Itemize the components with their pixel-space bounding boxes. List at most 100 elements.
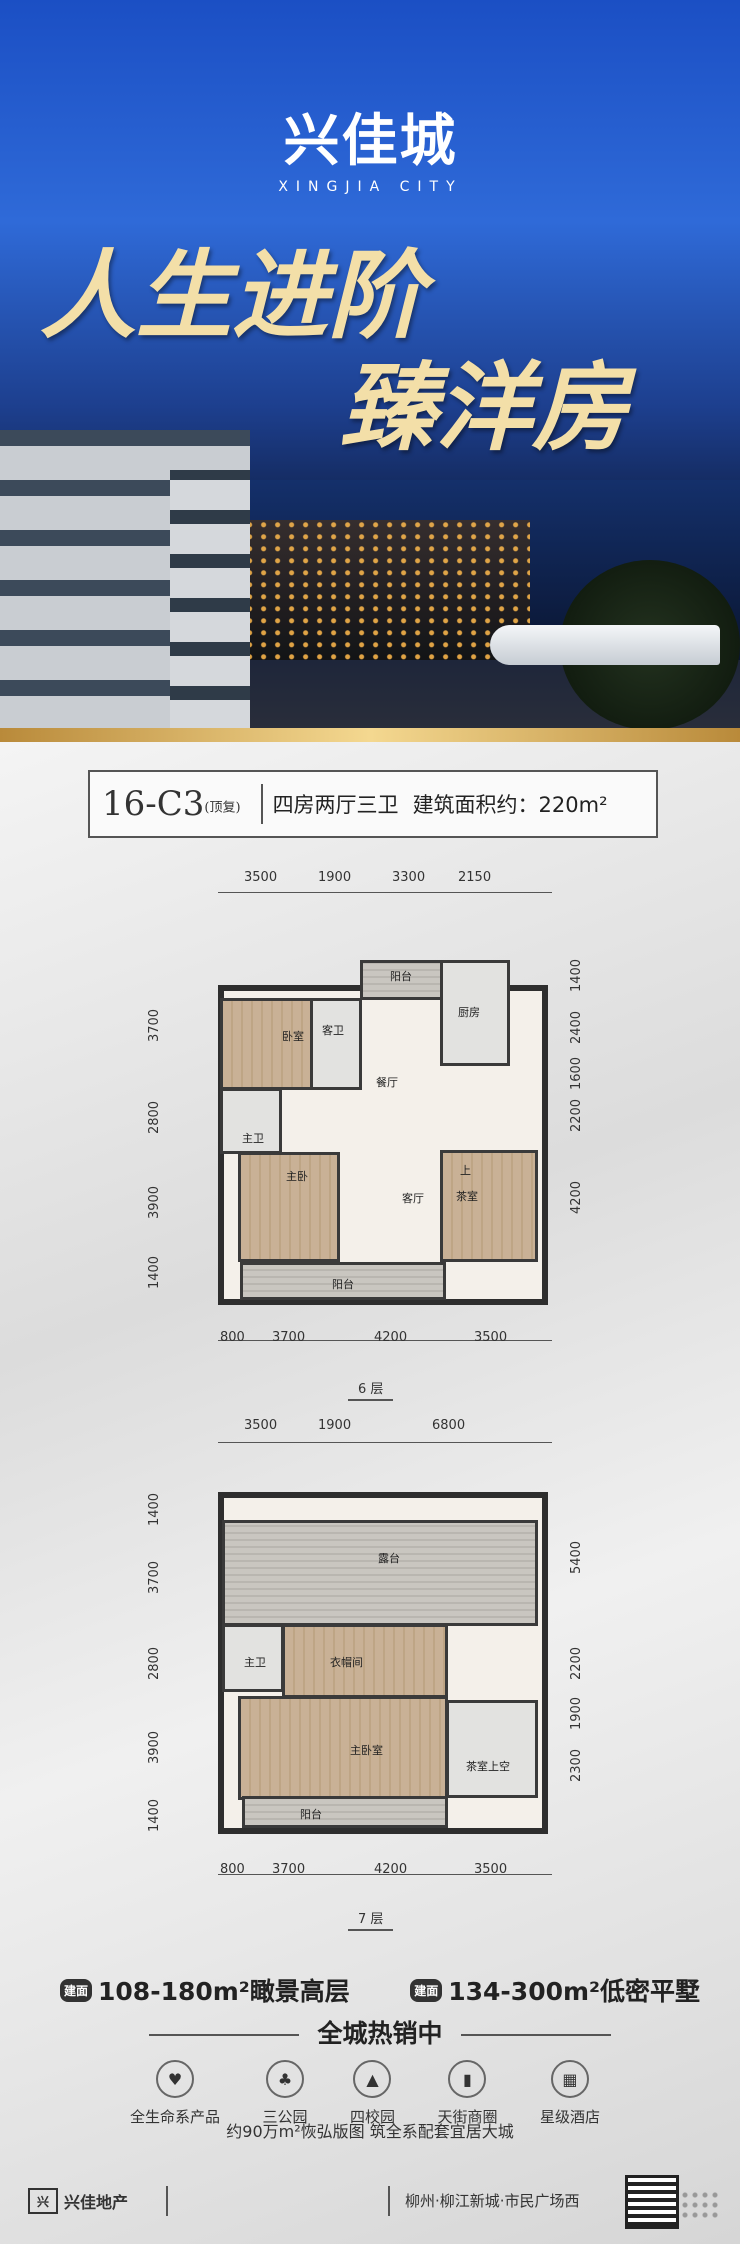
dim-label: 3700 (272, 1330, 306, 1345)
high-speed-train (490, 625, 720, 665)
room-label: 上 (460, 1164, 471, 1177)
feature-label: 四校园 (349, 2108, 395, 2126)
project-tagline: 约90万m²恢弘版图 筑全系配套宜居大城 (226, 2122, 514, 2141)
product-highrise-text: 108-180m²瞰景高层 (98, 1977, 350, 2006)
unit-title-box: 16-C3(顶复) 四房两厅三卫 建筑面积约：220m² (88, 770, 658, 838)
project-address: 柳州·柳江新城·市民广场西 (405, 2192, 580, 2210)
feature-item: ♥ 全生命系产品 (130, 2060, 220, 2127)
area-tag: 建面 (410, 1978, 443, 2002)
room-label: 餐厅 (376, 1076, 398, 1089)
slogan-line-1: 人生进阶 (40, 239, 424, 352)
room-master-suite (238, 1696, 448, 1800)
room-tea-void (446, 1700, 538, 1798)
room-label: 阳台 (390, 970, 412, 983)
dim-label: 4200 (374, 1330, 408, 1345)
dim-label: 1600 (569, 1056, 585, 1091)
unit-tag: (顶复) (204, 800, 241, 816)
dim-label: 2400 (569, 1010, 585, 1045)
dim-label: 3900 (147, 1730, 163, 1765)
shopping-icon: ▮ (448, 2060, 487, 2098)
residential-building-side (170, 470, 250, 730)
developer-logo-mark: 兴 (28, 2188, 58, 2214)
room-label: 露台 (378, 1552, 400, 1565)
feature-label: 三公园 (262, 2108, 308, 2126)
dim-label: 3900 (147, 1185, 163, 1220)
room-terrace (222, 1520, 538, 1626)
unit-area: 建筑面积约：220m² (412, 793, 608, 817)
feature-label: 星级酒店 (539, 2108, 600, 2126)
dim-label: 1900 (318, 1418, 352, 1433)
room-label: 茶室 (456, 1190, 478, 1203)
dim-label: 3700 (147, 1008, 163, 1043)
hero-banner: 兴佳城 XINGJIA CITY 人生进阶 臻洋房 (0, 0, 740, 740)
dim-label: 1900 (318, 870, 352, 885)
dim-label: 3700 (147, 1560, 163, 1595)
dim-label: 1900 (569, 1696, 585, 1731)
room-label: 卧室 (282, 1030, 304, 1043)
dim-label: 3500 (474, 1862, 508, 1877)
room-tea-room (440, 1150, 538, 1262)
room-bedroom (220, 998, 314, 1090)
brand-logo-en: XINGJIA CITY (278, 179, 463, 195)
park-icon: ♣ (265, 2060, 304, 2098)
hotel-icon: ▦ (550, 2060, 589, 2098)
room-label: 主卫 (242, 1132, 264, 1145)
dim-label: 3500 (244, 1418, 278, 1433)
school-icon: ▲ (353, 2060, 392, 2098)
dim-line-top (218, 1442, 552, 1443)
unit-layout: 四房两厅三卫 (272, 793, 399, 817)
dim-label: 1400 (147, 1492, 163, 1527)
room-label: 厨房 (458, 1006, 480, 1019)
dim-label: 5400 (569, 1540, 585, 1575)
feature-label: 天街商圈 (437, 2108, 498, 2126)
room-master-bath (220, 1088, 282, 1154)
dim-line-top (218, 892, 552, 893)
qr-code[interactable] (625, 2175, 679, 2229)
dim-label: 3300 (392, 870, 426, 885)
floor-label-6: 6 层 (348, 1376, 394, 1401)
dim-label: 2150 (458, 870, 492, 885)
room-label: 主卧室 (350, 1744, 383, 1757)
dim-label: 1400 (569, 958, 585, 993)
room-label: 主卫 (244, 1656, 266, 1669)
feature-item: ▲ 四校园 (350, 2060, 395, 2127)
dim-label: 2200 (569, 1098, 585, 1133)
feature-item: ▦ 星级酒店 (540, 2060, 600, 2127)
brand-logo-cn: 兴佳城 (283, 108, 458, 174)
feature-item: ♣ 三公园 (262, 2060, 308, 2127)
dim-label: 3500 (244, 870, 278, 885)
room-balcony-bottom (240, 1262, 446, 1300)
area-tag: 建面 (60, 1978, 93, 2002)
hot-sale-banner: 全城热销中 (60, 2014, 700, 2050)
room-balcony (242, 1796, 448, 1828)
room-label: 客卫 (322, 1024, 344, 1037)
dim-label: 2300 (569, 1748, 585, 1783)
dim-label: 2800 (147, 1100, 163, 1135)
room-label: 阳台 (300, 1808, 322, 1821)
product-villa-text: 134-300m²低密平墅 (448, 1977, 700, 2006)
dim-label: 3500 (474, 1330, 508, 1345)
dim-label: 2800 (147, 1646, 163, 1681)
unit-code: 16-C3(顶复) (102, 784, 241, 824)
room-kitchen (440, 960, 510, 1066)
brand-logo: 兴佳城 XINGJIA CITY (248, 96, 493, 195)
feature-item: ▮ 天街商圈 (437, 2060, 497, 2127)
room-label: 茶室上空 (466, 1760, 510, 1773)
room-label: 客厅 (402, 1192, 424, 1205)
dim-label: 800 (220, 1862, 245, 1877)
footer: 兴 兴佳地产 柳州·柳江新城·市民广场西 (0, 2170, 740, 2244)
feature-list: ♥ 全生命系产品 ♣ 三公园 ▲ 四校园 ▮ 天街商圈 ▦ 星级酒店 (130, 2060, 600, 2127)
dim-label: 4200 (374, 1862, 408, 1877)
dim-label: 6800 (432, 1418, 466, 1433)
heart-icon: ♥ (156, 2060, 194, 2098)
developer-logo: 兴 兴佳地产 (28, 2188, 128, 2214)
room-label: 衣帽间 (330, 1656, 363, 1669)
room-label: 主卧 (286, 1170, 308, 1183)
room-master-bedroom (238, 1152, 340, 1262)
feature-label: 全生命系产品 (130, 2108, 221, 2126)
dim-label: 800 (220, 1330, 245, 1345)
slogan-line-2: 臻洋房 (340, 351, 628, 464)
